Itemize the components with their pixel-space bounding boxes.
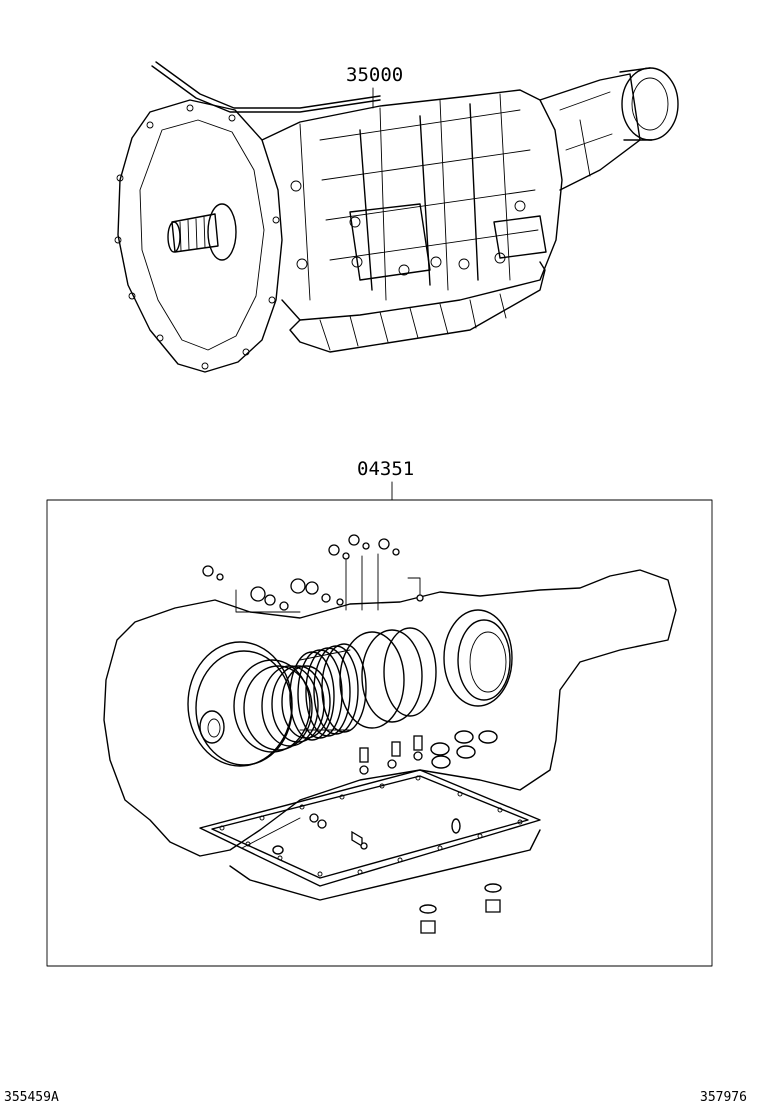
seal-rings-left[interactable] — [187, 641, 331, 767]
oil-pan-gasket[interactable] — [199, 769, 541, 901]
footer-right-code: 357976 — [700, 1090, 747, 1105]
callout-35000[interactable]: 35000 — [346, 64, 404, 86]
piston-seal-ring-right[interactable] — [443, 609, 513, 707]
transmission-assembly[interactable] — [114, 61, 679, 373]
clutch-disc-pack[interactable] — [289, 643, 367, 741]
kit-frame — [46, 499, 713, 967]
transmission-phantom-outline — [103, 569, 677, 857]
o-ring-cluster[interactable] — [430, 730, 498, 769]
pan-fittings[interactable] — [241, 813, 368, 850]
oil-seal[interactable] — [199, 710, 225, 744]
valve-body-plugs[interactable] — [359, 735, 423, 775]
footer-left-code: 355459A — [4, 1090, 59, 1105]
snap-rings-middle[interactable] — [339, 627, 437, 729]
callout-04351[interactable]: 04351 — [357, 458, 415, 480]
drain-plug-gaskets[interactable] — [419, 883, 502, 934]
fittings-top[interactable] — [202, 534, 424, 613]
